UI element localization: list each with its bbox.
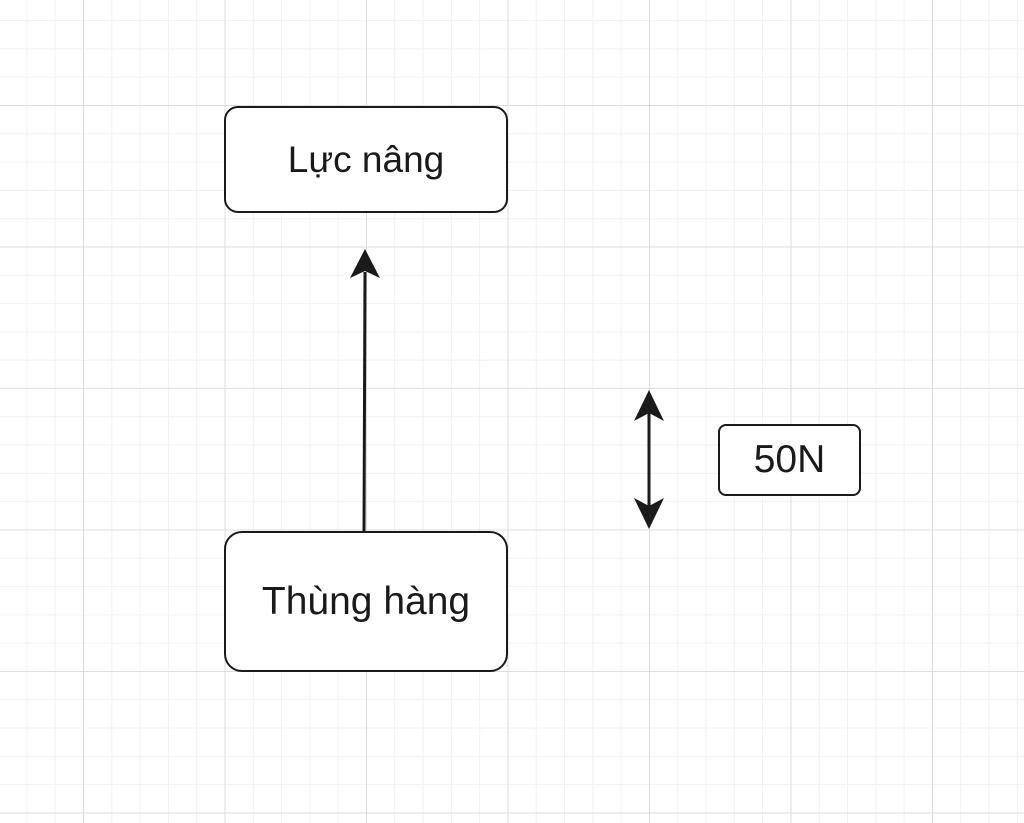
scale-label-node[interactable]: 50N <box>718 424 861 496</box>
scale-value-label: 50N <box>753 438 826 481</box>
cargo-box-node[interactable]: Thùng hàng <box>224 531 508 672</box>
force-arrow[interactable] <box>350 249 380 532</box>
scale-double-arrow[interactable] <box>634 390 664 529</box>
lift-force-label: Lực nâng <box>287 138 445 180</box>
cargo-box-label: Thùng hàng <box>261 579 471 623</box>
lift-force-node[interactable]: Lực nâng <box>224 106 508 213</box>
